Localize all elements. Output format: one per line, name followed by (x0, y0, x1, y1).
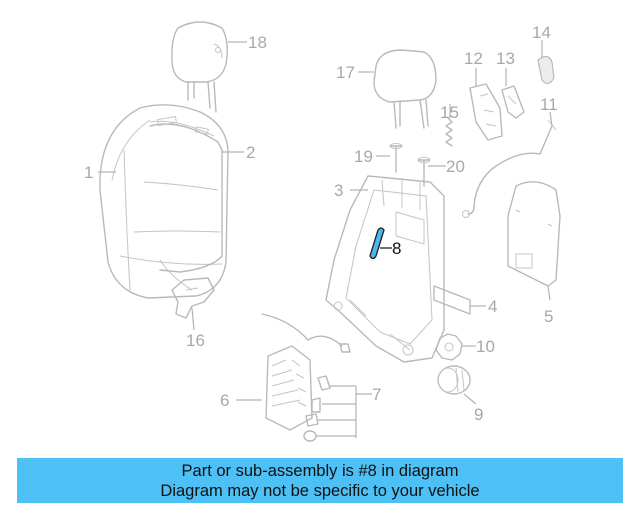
part-3-seat-back-frame[interactable] (325, 175, 445, 363)
callout-3[interactable]: 3 (334, 181, 343, 200)
part-15-spring[interactable] (445, 117, 453, 147)
leader-5 (547, 285, 551, 301)
leader-7 (316, 385, 372, 438)
part-17-headrest[interactable] (373, 49, 437, 129)
part-2-seat-back-cover[interactable] (149, 115, 223, 273)
part-12-cover[interactable] (469, 83, 503, 141)
callout-9[interactable]: 9 (474, 405, 483, 424)
parts-diagram: 18 1 2 16 17 19 20 (84, 21, 561, 442)
callout-19[interactable]: 19 (354, 147, 373, 166)
callout-17[interactable]: 17 (336, 63, 355, 82)
callout-10[interactable]: 10 (476, 337, 495, 356)
banner-line-part: Part or sub-assembly is #8 in diagram (181, 462, 459, 480)
callout-20[interactable]: 20 (446, 157, 465, 176)
callout-15[interactable]: 15 (440, 103, 459, 122)
banner-line-disclaimer: Diagram may not be specific to your vehi… (160, 482, 480, 500)
callout-8[interactable]: 8 (392, 239, 401, 258)
part-8-highlighted[interactable] (369, 227, 385, 260)
part-1-seat-back-cushion[interactable] (99, 104, 229, 299)
part-4-bar[interactable] (433, 285, 471, 315)
part-10-knob[interactable] (435, 333, 463, 361)
callout-13[interactable]: 13 (496, 49, 515, 68)
part-19-guide[interactable] (389, 143, 403, 173)
leader-11 (549, 111, 553, 127)
callout-2[interactable]: 2 (246, 143, 255, 162)
leader-16 (191, 307, 195, 331)
callout-7[interactable]: 7 (372, 385, 381, 404)
info-banner: Part or sub-assembly is #8 in diagram Di… (17, 458, 623, 503)
callout-6[interactable]: 6 (220, 391, 229, 410)
callout-4[interactable]: 4 (488, 297, 497, 316)
part-6-lumbar-support[interactable] (261, 313, 343, 431)
part-13-switch[interactable] (501, 85, 525, 119)
leader-9 (463, 393, 477, 405)
callout-18[interactable]: 18 (248, 33, 267, 52)
callout-11[interactable]: 11 (540, 95, 558, 114)
callout-1[interactable]: 1 (84, 163, 93, 182)
callout-14[interactable]: 14 (532, 23, 551, 42)
part-16-bracket[interactable] (171, 277, 215, 319)
part-14-trim[interactable] (537, 55, 555, 85)
part-18-headrest[interactable] (171, 21, 229, 113)
part-5-back-panel[interactable] (507, 181, 561, 287)
part-9-handwheel[interactable] (437, 365, 471, 395)
callout-5[interactable]: 5 (544, 307, 553, 326)
callout-12[interactable]: 12 (464, 49, 483, 68)
part-11-cable[interactable] (462, 119, 557, 218)
callout-16[interactable]: 16 (186, 331, 205, 350)
